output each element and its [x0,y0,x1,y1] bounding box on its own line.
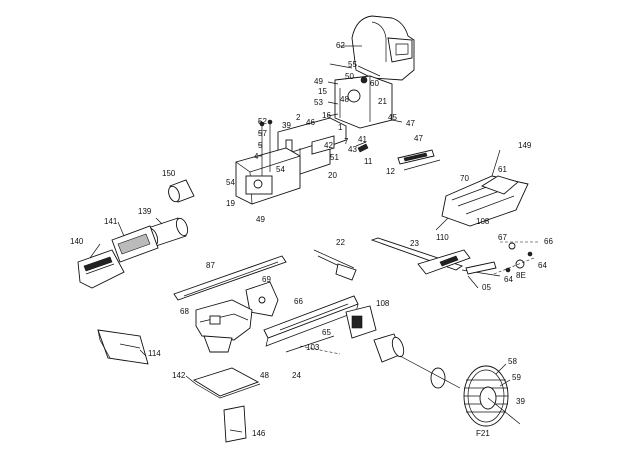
callout-labels: 62 55 50 60 49 15 48 21 53 16 1 7 43 45 … [70,41,553,438]
callout-53: 53 [314,98,323,107]
callout-108: 108 [476,217,490,226]
axle-23-part [370,237,501,277]
callout-108b: 108 [376,299,390,308]
callout-110: 110 [436,233,449,242]
callout-39b: 39 [516,397,525,406]
callout-46: 46 [306,118,315,127]
callout-12: 12 [386,167,395,176]
callout-54: 54 [226,178,235,187]
callout-59: 59 [512,373,521,382]
fuel-tank-part [351,15,415,81]
callout-05: 05 [482,283,491,292]
callout-42: 42 [324,141,333,150]
callout-41: 41 [358,135,367,144]
leader-lines [89,45,511,433]
callout-f21: F21 [476,429,490,438]
grille-140-part [77,249,125,289]
callout-48b: 48 [260,371,269,380]
callout-57: 57 [258,129,267,138]
callout-50: 50 [345,72,354,81]
strap-87-part [173,255,287,301]
fitting-part [527,251,533,257]
callout-64: 64 [538,261,547,270]
callout-58: 58 [508,357,517,366]
engine-mount-part [235,119,301,205]
callout-114: 114 [148,349,161,358]
callout-21: 21 [378,97,387,106]
callout-23: 23 [410,239,419,248]
engine-cover-part [334,75,393,129]
callout-5: 5 [258,141,263,150]
callout-47b: 47 [414,134,423,143]
bolt-part [357,143,369,153]
callout-24: 24 [292,371,301,380]
housing-68-part [195,299,253,353]
callout-141: 141 [104,217,118,226]
fitting-part [508,242,516,250]
callout-11: 11 [364,157,373,166]
callout-146: 146 [252,429,266,438]
callout-54b: 54 [276,165,285,174]
callout-49b: 49 [256,215,265,224]
callout-62: 62 [336,41,345,50]
callout-52: 52 [258,117,267,126]
callout-64b: 64 [504,275,513,284]
deck-plate-part [192,367,261,399]
callout-68: 68 [180,307,189,316]
callout-1: 1 [338,123,343,132]
callout-69: 69 [262,275,271,284]
callout-142: 142 [172,371,186,380]
callout-15: 15 [318,87,327,96]
callout-45: 45 [388,113,397,122]
callout-20: 20 [328,171,337,180]
callout-16: 16 [322,111,331,120]
callout-7: 7 [344,137,349,146]
callout-67: 67 [498,233,507,242]
callout-140: 140 [70,237,84,246]
callout-150: 150 [162,169,176,178]
callout-39: 39 [282,121,291,130]
beam-66-part [263,295,359,347]
callout-4: 4 [254,152,259,161]
callout-139: 139 [138,207,152,216]
wheel-part [399,355,521,427]
callout-51: 51 [330,153,339,162]
callout-66: 66 [544,237,553,246]
callout-87: 87 [206,261,215,270]
callout-55: 55 [348,60,357,69]
cover-114-part [97,329,149,365]
fitting-part [515,259,525,269]
fitting-part [505,267,511,273]
callout-8e: 8E [516,271,526,280]
callout-48: 48 [340,95,349,104]
motor-65-part [345,305,405,363]
callout-19: 19 [226,199,235,208]
rod-22-part [313,249,357,281]
roller-150-part [168,179,195,203]
callout-70: 70 [460,174,469,183]
callout-22: 22 [336,238,345,247]
plate-146-part [223,405,247,443]
callout-49: 49 [314,77,323,86]
shield-141-part [111,225,159,263]
callout-103: 103 [306,343,320,352]
callout-65: 65 [322,328,331,337]
callout-66b: 66 [294,297,303,306]
callout-47: 47 [406,119,415,128]
callout-60: 60 [370,79,379,88]
callout-43: 43 [348,145,357,154]
callout-61: 61 [498,165,507,174]
callout-2: 2 [296,113,301,122]
handle-grip-part [403,152,428,162]
callout-149: 149 [518,141,532,150]
